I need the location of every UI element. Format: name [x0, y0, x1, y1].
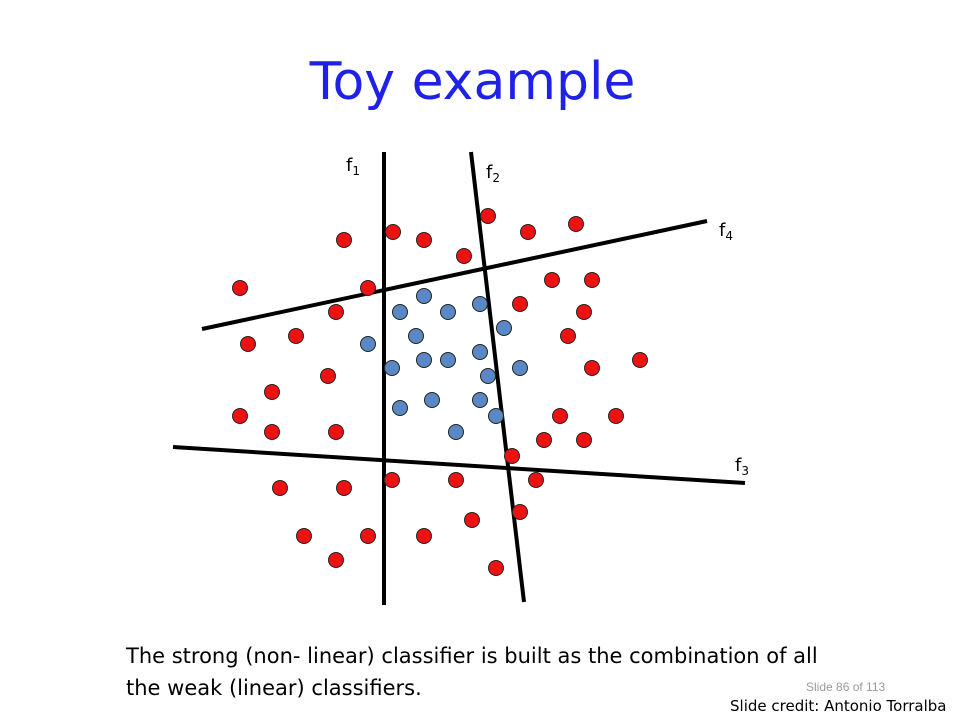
blue-data-point: [488, 408, 504, 424]
red-data-point: [384, 472, 400, 488]
red-data-point: [232, 280, 248, 296]
red-data-point: [488, 560, 504, 576]
red-data-point: [568, 216, 584, 232]
red-data-point: [512, 504, 528, 520]
classifier-line-f3: [172, 445, 746, 485]
red-data-point: [464, 512, 480, 528]
red-data-point: [448, 472, 464, 488]
blue-data-point: [496, 320, 512, 336]
red-data-point: [584, 360, 600, 376]
red-data-point: [328, 424, 344, 440]
blue-data-point: [360, 336, 376, 352]
red-data-point: [336, 232, 352, 248]
red-data-point: [576, 432, 592, 448]
blue-data-point: [424, 392, 440, 408]
classifier-label-f4: f4: [719, 220, 733, 243]
slide-number: Slide 86 of 113: [806, 680, 886, 694]
red-data-point: [584, 272, 600, 288]
slide-credit: Slide credit: Antonio Torralba: [730, 697, 947, 715]
red-data-point: [504, 448, 520, 464]
classifier-line-f2: [469, 151, 526, 603]
red-data-point: [240, 336, 256, 352]
red-data-point: [576, 304, 592, 320]
blue-data-point: [392, 304, 408, 320]
red-data-point: [520, 224, 536, 240]
red-data-point: [480, 208, 496, 224]
blue-data-point: [416, 288, 432, 304]
classifier-label-f3: f3: [735, 455, 749, 478]
red-data-point: [320, 368, 336, 384]
red-data-point: [232, 408, 248, 424]
red-data-point: [536, 432, 552, 448]
blue-data-point: [384, 360, 400, 376]
red-data-point: [288, 328, 304, 344]
red-data-point: [456, 248, 472, 264]
red-data-point: [552, 408, 568, 424]
red-data-point: [360, 280, 376, 296]
red-data-point: [608, 408, 624, 424]
classifier-label-f2: f2: [486, 162, 500, 185]
blue-data-point: [512, 360, 528, 376]
red-data-point: [544, 272, 560, 288]
blue-data-point: [440, 304, 456, 320]
blue-data-point: [408, 328, 424, 344]
red-data-point: [632, 352, 648, 368]
red-data-point: [296, 528, 312, 544]
blue-data-point: [472, 344, 488, 360]
red-data-point: [336, 480, 352, 496]
blue-data-point: [480, 368, 496, 384]
blue-data-point: [392, 400, 408, 416]
red-data-point: [512, 296, 528, 312]
red-data-point: [560, 328, 576, 344]
red-data-point: [272, 480, 288, 496]
red-data-point: [416, 232, 432, 248]
blue-data-point: [472, 296, 488, 312]
red-data-point: [528, 472, 544, 488]
red-data-point: [416, 528, 432, 544]
red-data-point: [385, 224, 401, 240]
blue-data-point: [448, 424, 464, 440]
red-data-point: [264, 384, 280, 400]
caption: The strong (non- linear) classifier is b…: [126, 644, 818, 700]
blue-data-point: [472, 392, 488, 408]
blue-data-point: [416, 352, 432, 368]
red-data-point: [328, 552, 344, 568]
red-data-point: [328, 304, 344, 320]
red-data-point: [264, 424, 280, 440]
red-data-point: [360, 528, 376, 544]
blue-data-point: [440, 352, 456, 368]
classifier-line-f4: [201, 219, 708, 331]
classifier-label-f1: f1: [346, 155, 360, 178]
slide-title: Toy example: [309, 52, 636, 112]
